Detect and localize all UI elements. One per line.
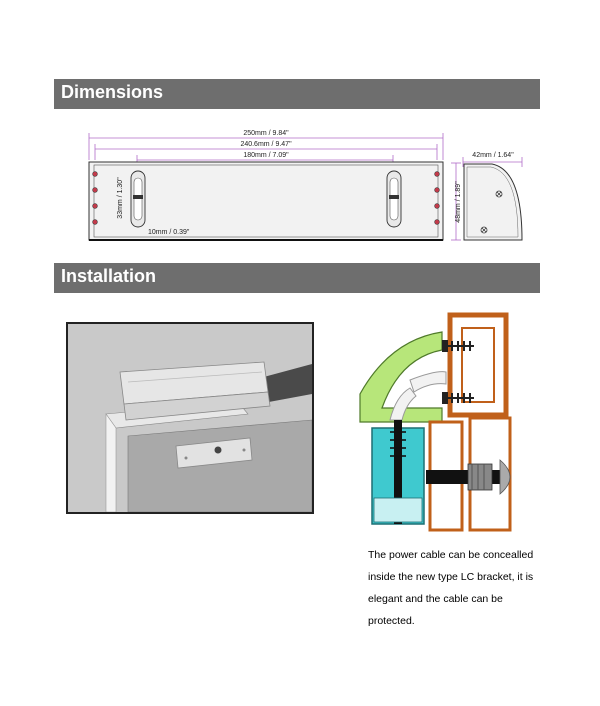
caption-line: protected.: [368, 615, 415, 627]
installation-caption: The power cable can be concealled inside…: [368, 544, 558, 632]
section-header-dimensions: Dimensions: [54, 79, 540, 109]
dim-overall-length: 250mm / 9.84": [243, 130, 289, 137]
dim-slot-width: 10mm / 0.39": [148, 229, 190, 236]
dimension-drawing: 250mm / 9.84" 240.6mm / 9.47" 180mm / 7.…: [88, 130, 523, 241]
mounting-slot-right: [386, 170, 402, 228]
section-title-dimensions: Dimensions: [61, 82, 164, 102]
section-title-installation: Installation: [61, 266, 157, 286]
section-header-installation: Installation: [54, 263, 540, 293]
dim-slot-height: 33mm / 1.30": [117, 177, 124, 219]
caption-line: The power cable can be concealled: [368, 549, 534, 561]
dim-mounting-length: 240.6mm / 9.47": [240, 141, 292, 148]
caption-line: elegant and the cable can be: [368, 593, 503, 605]
mounting-slot-left: [130, 170, 146, 228]
dim-profile-depth: 42mm / 1.64": [472, 152, 514, 159]
dim-slot-spacing: 180mm / 7.09": [243, 152, 289, 159]
side-profile-view: [463, 163, 523, 241]
caption-line: inside the new type LC bracket, it is: [368, 571, 534, 583]
installation-photo: [66, 322, 314, 514]
dim-profile-height: 48mm / 1.89": [455, 181, 462, 223]
cross-section-diagram: [359, 312, 512, 532]
